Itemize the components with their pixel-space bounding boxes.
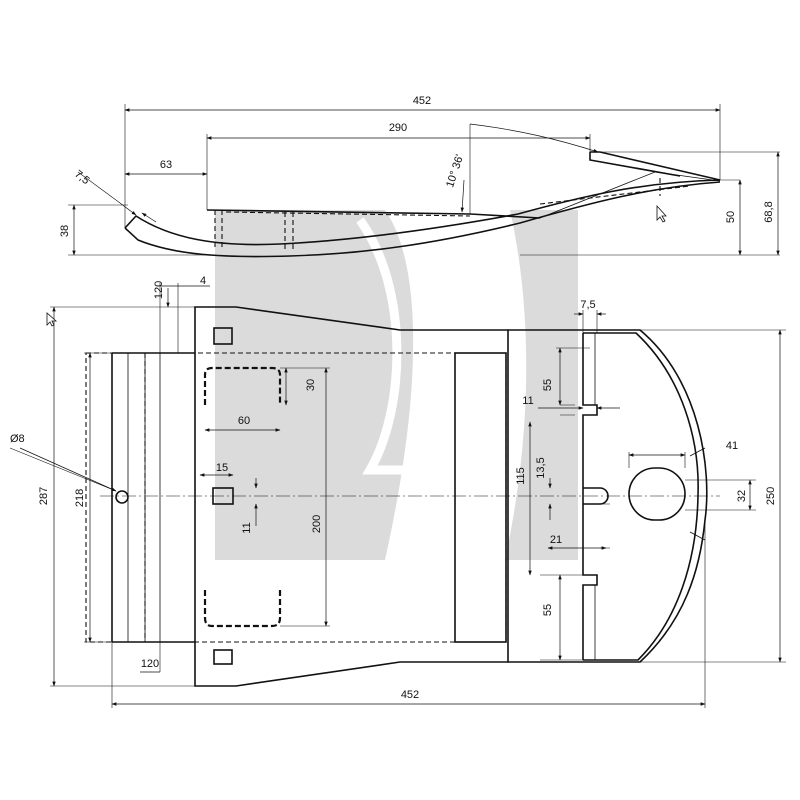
dim-plan-top-tick: 4 — [200, 275, 206, 287]
dim-plan-offset-bottom: 120 — [141, 658, 159, 670]
dim-plan-small-rect-w: 15 — [216, 462, 228, 474]
dim-plan-center-gap: 115 — [515, 467, 527, 485]
dim-plan-notch-depth-top: 11 — [522, 395, 533, 407]
side-view: 452 290 63 10° 36' 7,5 38 50 68,8 — [59, 95, 780, 258]
dim-plan-overall-width: 287 — [38, 487, 50, 505]
dim-plan-offset-top: 120 — [153, 281, 165, 299]
dim-side-front-offset: 63 — [160, 159, 172, 171]
dim-plan-overall-length: 452 — [401, 689, 419, 701]
dim-side-rear-height: 50 — [725, 211, 737, 223]
plan-view: 452 287 218 250 Ø8 120 4 120 200 60 30 1… — [9, 275, 786, 708]
dim-side-angle: 10° 36' — [444, 153, 466, 189]
cursor-icon — [46, 312, 58, 327]
dim-side-total-height: 68,8 — [763, 201, 775, 222]
dim-plan-center-slot-depth: 21 — [550, 534, 562, 546]
dim-plan-notch-len-bottom: 55 — [542, 604, 554, 616]
dim-plan-oval-width: 41 — [726, 440, 738, 452]
cursor-icon — [656, 204, 667, 223]
dim-plan-slot-width: 60 — [238, 415, 250, 427]
dim-plan-notch-thickness: 7,5 — [580, 299, 595, 311]
dim-plan-small-rect-h: 11 — [241, 522, 253, 533]
dim-side-front-height: 38 — [59, 225, 71, 237]
dim-plan-slot-height: 30 — [305, 379, 317, 391]
oval-hole — [628, 467, 686, 521]
dim-plan-center-slot-w: 13,5 — [535, 457, 547, 478]
dim-plan-notch-len-top: 55 — [542, 379, 554, 391]
mounting-hole — [115, 490, 129, 504]
watermark — [215, 210, 578, 560]
dim-side-flat-length: 290 — [389, 122, 407, 134]
dim-plan-hole-diameter: Ø8 — [10, 433, 25, 445]
dim-side-overall-length: 452 — [413, 95, 431, 107]
dim-plan-oval-height: 32 — [736, 490, 748, 502]
dim-side-edge-thickness: 7,5 — [72, 168, 91, 187]
dim-plan-inner-width: 218 — [74, 489, 86, 507]
dim-plan-rear-width: 250 — [765, 487, 777, 505]
dim-plan-slot-spacing: 200 — [311, 515, 323, 533]
